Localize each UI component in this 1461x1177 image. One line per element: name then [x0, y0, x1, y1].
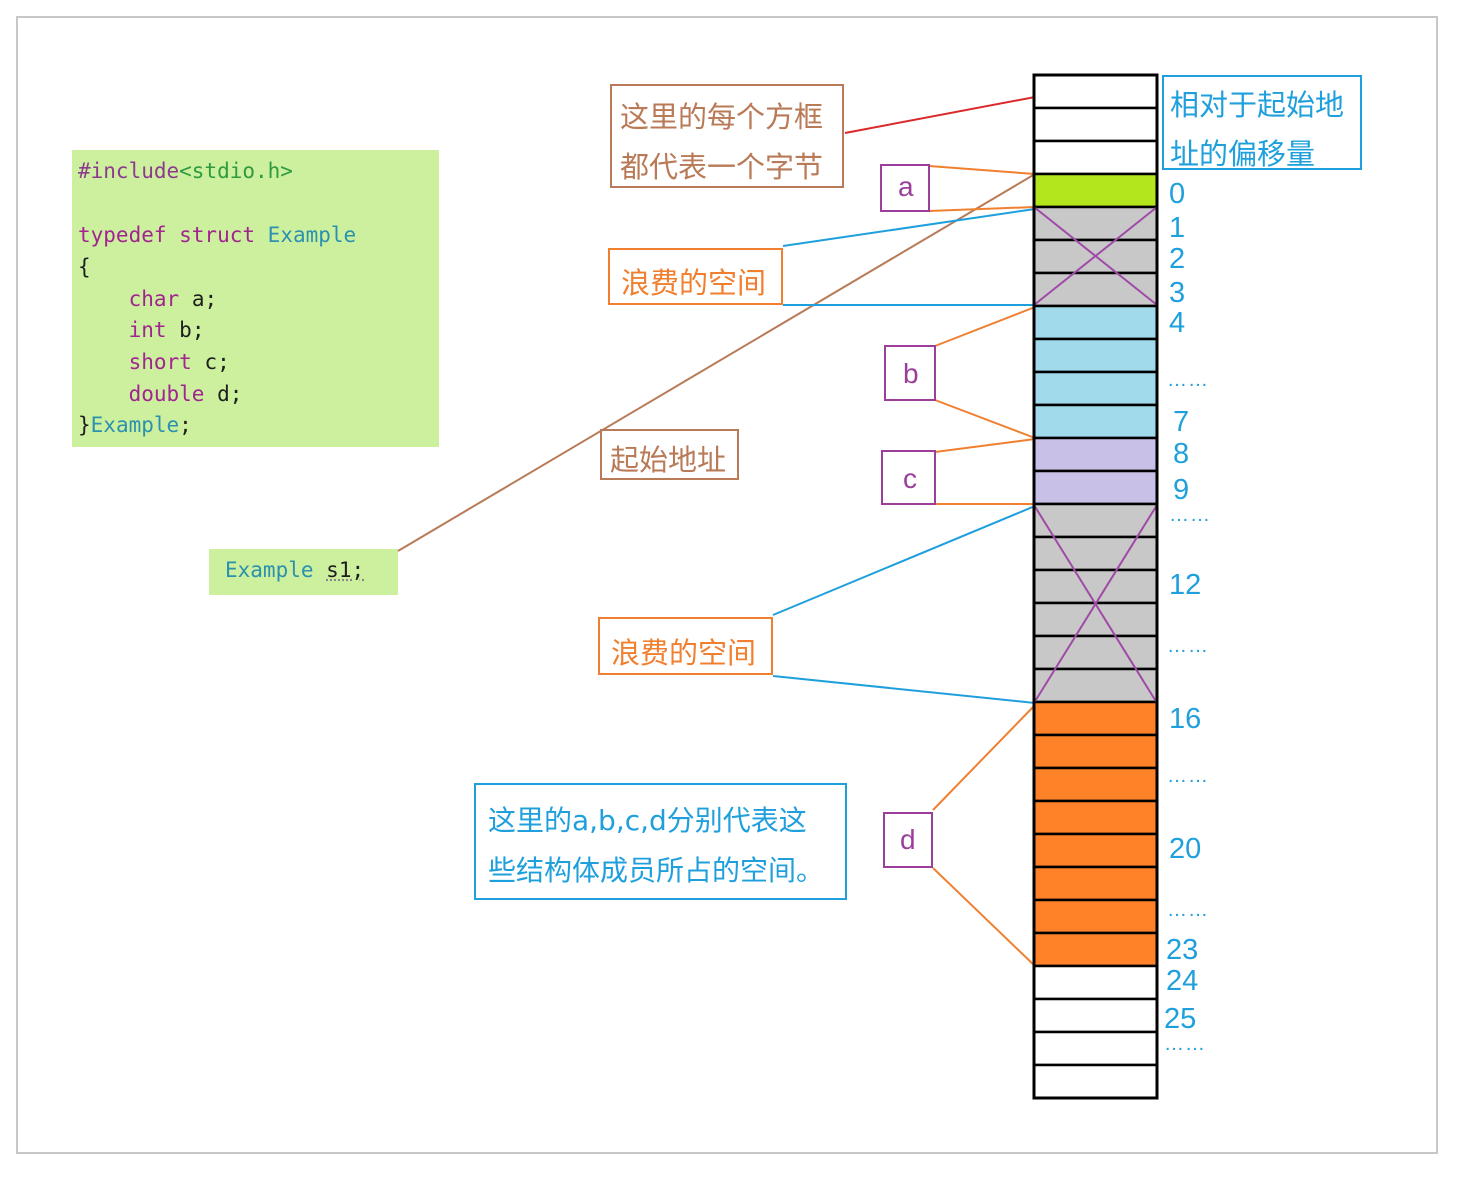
wasted-space-label-1: 浪费的空间 — [608, 248, 783, 305]
b-connector-top — [934, 306, 1036, 347]
waste2-connector-top — [772, 505, 1036, 616]
memory-byte-cell-padding — [1032, 205, 1159, 242]
memory-byte-cell-d — [1032, 799, 1159, 836]
start-address-line — [397, 173, 1036, 552]
memory-byte-cell-d — [1032, 898, 1159, 935]
each-box-pointer-line — [844, 96, 1036, 134]
waste2-connector-bottom — [772, 675, 1036, 704]
code-line-short-c: short c; — [128, 350, 230, 374]
memory-byte-cell-a — [1032, 172, 1159, 209]
ellipsis-after-25: …… — [1164, 1033, 1206, 1055]
b-connector-bottom — [934, 399, 1036, 439]
memory-byte-cell-b — [1032, 337, 1159, 374]
waste1-connector-top — [782, 208, 1036, 247]
memory-cells — [1032, 73, 1159, 1100]
offset-3: 3 — [1169, 277, 1186, 309]
code-line-char-a: char a; — [128, 287, 218, 311]
member-b-label: b — [884, 345, 936, 401]
padding2-cross-b — [1033, 504, 1158, 704]
memory-byte-cell-empty — [1032, 964, 1159, 1001]
ellipsis-after-12: …… — [1167, 635, 1209, 657]
offset-23: 23 — [1166, 934, 1199, 966]
memory-byte-cell-padding — [1032, 535, 1159, 572]
each-box-byte-label: 这里的每个方框 都代表一个字节 — [610, 84, 844, 188]
memory-byte-cell-empty — [1032, 139, 1159, 176]
offset-2: 2 — [1169, 243, 1186, 275]
memory-byte-cell-c — [1032, 469, 1159, 506]
memory-byte-cell-d — [1032, 865, 1159, 902]
memory-byte-cell-empty — [1032, 997, 1159, 1034]
memory-byte-cell-padding — [1032, 502, 1159, 539]
offset-25: 25 — [1164, 1003, 1197, 1035]
ellipsis-after-4: …… — [1167, 369, 1209, 391]
memory-byte-cell-b — [1032, 304, 1159, 341]
offset-16: 16 — [1169, 703, 1202, 735]
offset-0: 0 — [1169, 178, 1186, 210]
d-connector-top — [932, 704, 1036, 811]
memory-byte-cell-empty — [1032, 73, 1159, 110]
code-line-declaration: Example s1; — [225, 558, 365, 582]
memory-byte-cell-d — [1032, 931, 1159, 968]
ellipsis-after-20: …… — [1167, 899, 1209, 921]
member-c-label: c — [881, 450, 936, 505]
wasted-space-label-2: 浪费的空间 — [598, 617, 773, 675]
ellipsis-after-16: …… — [1167, 765, 1209, 787]
a-connector-top — [928, 165, 1036, 175]
padding1-cross-b — [1033, 206, 1158, 306]
offset-8: 8 — [1173, 438, 1190, 470]
code-line-open-brace: { — [78, 255, 91, 279]
memory-column-outline — [1032, 73, 1159, 1100]
offset-7: 7 — [1173, 406, 1190, 438]
c-connector-top — [934, 438, 1036, 453]
code-line-typedef: typedef struct Example — [78, 223, 357, 247]
offset-24: 24 — [1166, 965, 1199, 997]
memory-byte-cell-d — [1032, 700, 1159, 737]
memory-byte-cell-padding — [1032, 634, 1159, 671]
offset-1: 1 — [1169, 212, 1186, 244]
memory-byte-cell-padding — [1032, 568, 1159, 605]
start-address-label: 起始地址 — [600, 429, 739, 480]
offset-4: 4 — [1169, 307, 1186, 339]
memory-byte-cell-empty — [1032, 1030, 1159, 1067]
member-d-label: d — [883, 812, 933, 868]
memory-byte-cell-b — [1032, 370, 1159, 407]
member-a-label: a — [880, 164, 930, 212]
ellipsis-after-9: …… — [1169, 504, 1211, 526]
a-connector-bottom — [928, 206, 1036, 212]
memory-byte-cell-d — [1032, 832, 1159, 869]
struct-code-block: #include<stdio.h> typedef struct Example… — [72, 150, 439, 447]
offset-title-label: 相对于起始地 址的偏移量 — [1162, 75, 1362, 171]
members-explanation-label: 这里的a,b,c,d分别代表这 些结构体成员所占的空间。 — [474, 783, 847, 900]
declaration-code-block: Example s1; — [209, 549, 398, 595]
memory-byte-cell-padding — [1032, 601, 1159, 638]
memory-byte-cell-empty — [1032, 1063, 1159, 1100]
offset-20: 20 — [1169, 833, 1202, 865]
code-line-close: }Example; — [78, 413, 192, 437]
code-line-int-b: int b; — [128, 318, 205, 342]
memory-byte-cell-d — [1032, 733, 1159, 770]
memory-byte-cell-b — [1032, 403, 1159, 440]
memory-byte-cell-empty — [1032, 106, 1159, 143]
memory-byte-cell-d — [1032, 766, 1159, 803]
offset-9: 9 — [1173, 474, 1190, 506]
diagram-frame — [16, 16, 1438, 1154]
code-line-include: #include<stdio.h> — [78, 159, 293, 183]
d-connector-bottom — [932, 867, 1036, 967]
offset-12: 12 — [1169, 569, 1202, 601]
memory-byte-cell-c — [1032, 436, 1159, 473]
code-line-double-d: double d; — [128, 382, 243, 406]
